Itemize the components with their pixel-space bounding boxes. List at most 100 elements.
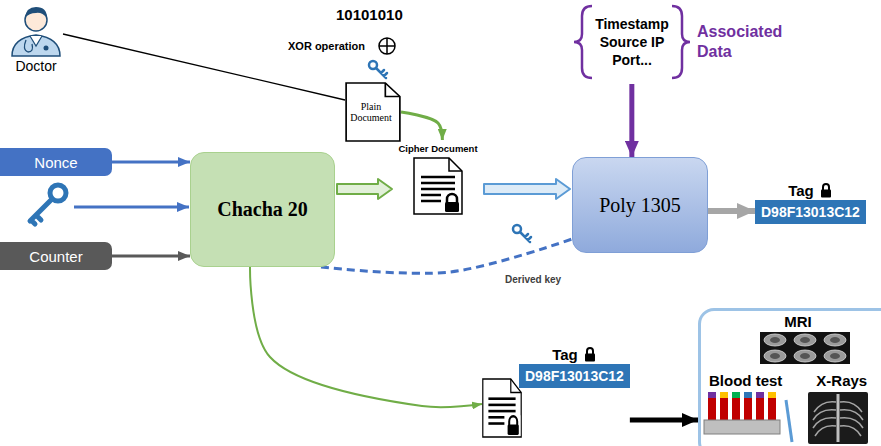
x-ray-image — [813, 402, 863, 436]
xor-symbol — [379, 38, 395, 54]
tag-bundle-arrow — [250, 267, 482, 407]
x-ray-image — [808, 392, 868, 444]
process-label: Chacha 20 — [217, 198, 308, 221]
keystream-arrow — [337, 179, 392, 199]
delivery-arrow — [630, 418, 698, 423]
input-arrow — [112, 255, 190, 258]
edge-label: Derived key — [503, 274, 563, 285]
bit-string: 10101010 — [336, 6, 403, 23]
ciphertext-arrow — [484, 179, 570, 199]
medical-records-panel: MRI Blood test X-Rays — [698, 308, 881, 446]
doctor-icon — [44, 46, 49, 51]
mri-image — [800, 353, 810, 359]
mri-image — [824, 334, 846, 346]
plain-document: Plain Document — [345, 82, 401, 142]
document-icon — [443, 193, 461, 213]
document-icon — [413, 157, 463, 215]
key-icon — [30, 199, 52, 224]
doctor-icon — [12, 7, 60, 56]
mri-image — [824, 350, 846, 362]
actor-node: Doctor — [5, 4, 67, 74]
blood-test-image — [756, 392, 764, 398]
document-icon — [421, 200, 441, 203]
input-label: Nonce — [34, 154, 77, 171]
curly-bracket — [672, 6, 690, 78]
tagged-document: TagD98F13013C12 — [482, 344, 630, 438]
document-icon — [445, 202, 459, 212]
mri-image — [760, 332, 850, 364]
mri-image — [794, 350, 816, 362]
mri-image — [760, 332, 850, 364]
document-icon — [482, 378, 522, 438]
key-icon — [376, 68, 387, 78]
mri-image — [764, 334, 786, 346]
document-icon — [447, 194, 457, 203]
input-label: Counter — [29, 248, 82, 265]
doctor-icon — [12, 35, 60, 56]
xor-symbol — [379, 38, 395, 54]
document-icon — [488, 422, 504, 425]
tag-heading: Tag — [788, 182, 814, 199]
document-icon — [509, 416, 517, 425]
mri-image — [770, 337, 780, 343]
document-icon — [385, 83, 400, 96]
document-icon — [488, 397, 515, 400]
process-label: Poly 1305 — [599, 194, 681, 217]
document-icon — [421, 182, 455, 185]
document-icon — [488, 416, 504, 419]
record-label: MRI — [709, 313, 881, 330]
cipher-process-box: Chacha 20 — [190, 152, 335, 267]
x-ray-image — [808, 392, 868, 444]
doctor-icon — [24, 40, 32, 52]
document-icon — [421, 194, 441, 197]
document-icon — [346, 83, 400, 141]
associated-data-heading: Associated Data — [697, 22, 792, 62]
derived-key-line — [321, 239, 572, 273]
mri-image — [830, 337, 840, 343]
actor-name: Doctor — [15, 58, 56, 74]
document-icon — [443, 193, 461, 213]
document-label: Plain Document — [348, 101, 394, 124]
key-input-arrow — [74, 206, 189, 209]
lock-icon — [587, 348, 593, 354]
blood-test-image — [708, 392, 716, 398]
key-icon — [369, 61, 387, 78]
lock-icon — [585, 354, 595, 362]
document-icon — [506, 415, 520, 436]
mri-image — [764, 350, 786, 362]
encrypt-arrow — [401, 112, 442, 140]
document-icon — [488, 410, 515, 413]
document-heading: Cipher Document — [398, 143, 477, 154]
lock-icon — [821, 190, 831, 198]
associated-data-group: Timestamp Source IP Port...Associated Da… — [575, 4, 792, 80]
input-arrow — [112, 161, 190, 164]
lock-icon — [823, 184, 829, 190]
document-icon — [421, 176, 455, 179]
mri-image — [770, 353, 780, 359]
lock-icon — [819, 182, 833, 198]
tag-output: TagD98F13013C12 — [755, 180, 866, 224]
document-icon — [488, 404, 515, 407]
record-label: Blood test — [709, 372, 782, 389]
tag-heading: Tag — [552, 346, 578, 363]
curly-bracket — [574, 6, 592, 78]
input-box: Nonce — [0, 148, 112, 176]
cipher-document: Cipher Document — [394, 143, 482, 215]
record-label: X-Rays — [816, 372, 867, 389]
blood-test-image — [768, 392, 776, 398]
blood-test-image — [732, 392, 740, 398]
mri-image — [830, 353, 840, 359]
tag-value: D98F13013C12 — [525, 368, 624, 384]
tag-heading-row: Tag — [519, 344, 630, 364]
tag-heading-row: Tag — [755, 180, 866, 200]
lock-icon — [583, 346, 597, 362]
blood-test-image — [786, 400, 792, 442]
tag-value: D98F13013C12 — [761, 204, 860, 220]
key-icon — [30, 185, 66, 224]
tag-column: TagD98F13013C12 — [519, 344, 630, 388]
document-icon — [508, 425, 519, 435]
key-icon — [520, 232, 531, 242]
x-ray-image — [837, 394, 840, 442]
blood-test-image — [704, 420, 780, 434]
